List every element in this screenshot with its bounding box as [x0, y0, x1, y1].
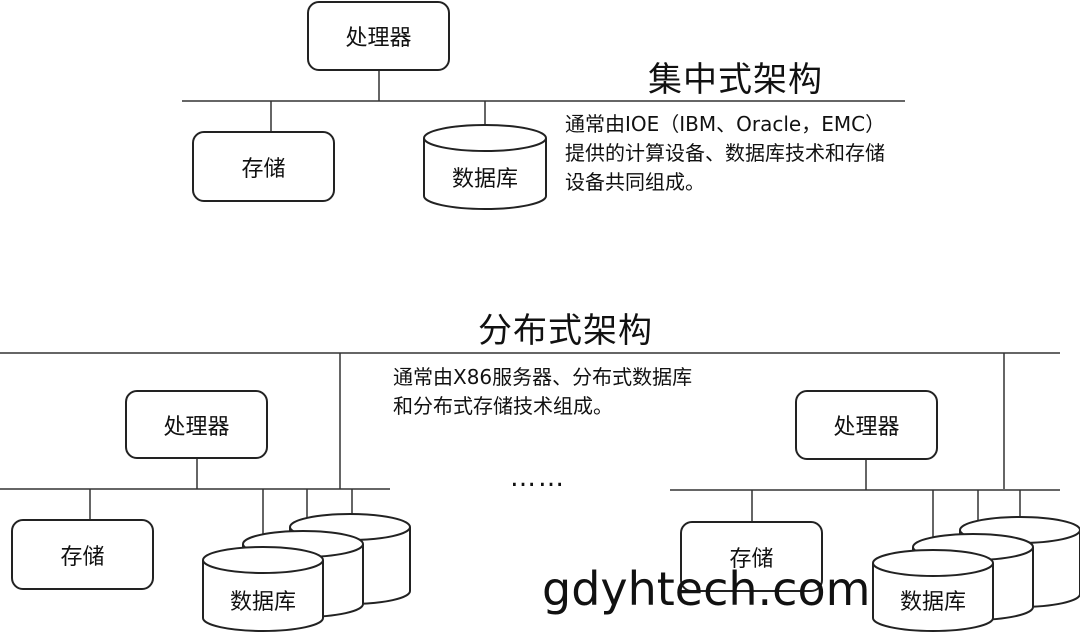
centralized-description: 通常由IOE（IBM、Oracle，EMC） 提供的计算设备、数据库技术和存储 … [565, 110, 885, 197]
central-processor-box: 处理器 [307, 1, 450, 71]
distributed-description-line-1: 通常由X86服务器、分布式数据库 [393, 365, 693, 389]
right-database-label: 数据库 [899, 590, 966, 615]
centralized-description-line-2: 提供的计算设备、数据库技术和存储 [565, 141, 885, 165]
right-database-cylinder-1 [872, 549, 994, 632]
centralized-description-line-3: 设备共同组成。 [565, 170, 705, 194]
distributed-description: 通常由X86服务器、分布式数据库 和分布式存储技术组成。 [393, 363, 692, 421]
left-processor-label: 处理器 [163, 414, 230, 440]
centralized-title: 集中式架构 [648, 60, 823, 100]
central-storage-box: 存储 [192, 131, 335, 202]
central-processor-label: 处理器 [345, 26, 412, 51]
distributed-title: 分布式架构 [478, 311, 653, 351]
central-storage-label: 存储 [241, 156, 286, 182]
left-storage-box: 存储 [11, 519, 154, 590]
left-database-cylinder-1 [202, 546, 324, 632]
left-processor-box: 处理器 [125, 390, 268, 459]
centralized-description-line-1: 通常由IOE（IBM、Oracle，EMC） [565, 112, 886, 136]
left-storage-label: 存储 [60, 544, 105, 570]
watermark-text: gdyhtech.com [542, 562, 871, 616]
right-processor-box: 处理器 [795, 390, 938, 460]
central-database-label: 数据库 [451, 167, 518, 192]
left-database-label: 数据库 [229, 590, 296, 615]
right-storage-box: 存储 [680, 521, 823, 592]
right-storage-label: 存储 [729, 546, 774, 572]
distributed-description-line-2: 和分布式存储技术组成。 [393, 394, 613, 418]
right-processor-label: 处理器 [833, 415, 900, 440]
ellipsis: …… [510, 463, 566, 493]
central-database-cylinder [423, 124, 547, 210]
